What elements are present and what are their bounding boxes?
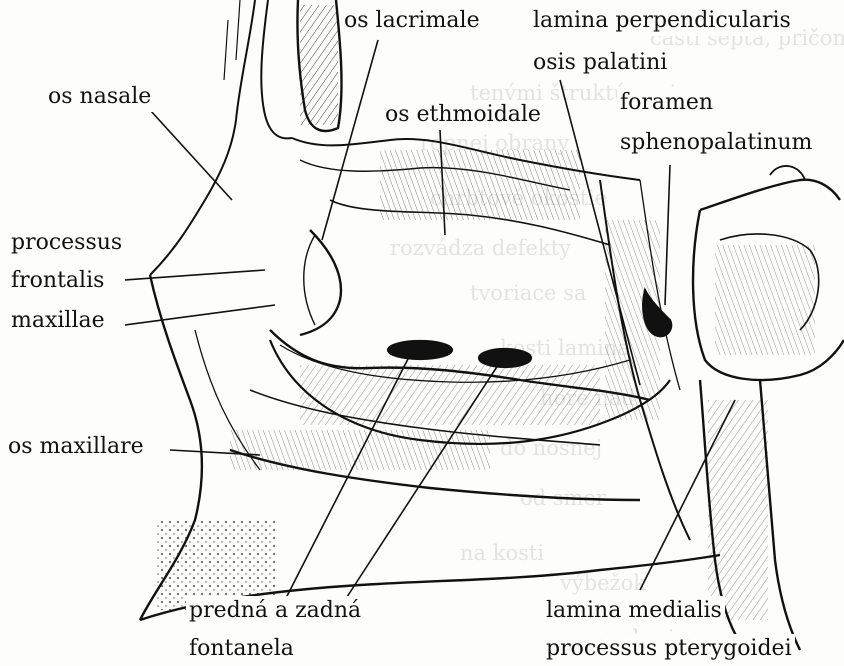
label-lamina-medialis-line2: processus pterygoidei <box>543 634 795 664</box>
leader-foramen <box>665 165 670 305</box>
leader-os-nasale <box>150 110 232 200</box>
svg-text:na kosti: na kosti <box>460 541 544 565</box>
svg-text:rozvádza defekty: rozvádza defekty <box>390 236 571 260</box>
svg-text:tvoriace sa: tvoriace sa <box>470 281 586 305</box>
label-fontanela-line2: fontanela <box>186 634 297 664</box>
label-processus-frontalis-line2: frontalis <box>8 266 107 296</box>
svg-text:do nosnej: do nosnej <box>500 436 602 460</box>
label-lamina-perpendicularis-line1: lamina perpendicularis <box>530 6 794 36</box>
label-lamina-perpendicularis-line2: osis palatini <box>530 48 670 78</box>
label-foramen-line1: foramen <box>617 88 716 118</box>
label-processus-frontalis-line1: processus <box>8 228 125 258</box>
label-os-lacrimale: os lacrimale <box>341 6 483 36</box>
svg-text:výbežok: výbežok <box>559 571 646 595</box>
label-os-ethmoidale: os ethmoidale <box>382 100 544 130</box>
label-foramen-line2: sphenopalatinum <box>617 128 815 158</box>
label-fontanela-line1: predná a zadná <box>186 596 364 626</box>
label-os-nasale: os nasale <box>45 82 154 112</box>
palatine-region <box>600 180 690 540</box>
sphenoid-region <box>693 166 844 650</box>
label-lamina-medialis-line1: lamina medialis <box>543 596 725 626</box>
label-os-maxillare: os maxillare <box>5 432 147 462</box>
leader-processus-frontalis-1 <box>125 270 265 280</box>
leader-processus-frontalis-2 <box>125 305 275 325</box>
label-processus-frontalis-line3: maxillae <box>8 306 108 336</box>
